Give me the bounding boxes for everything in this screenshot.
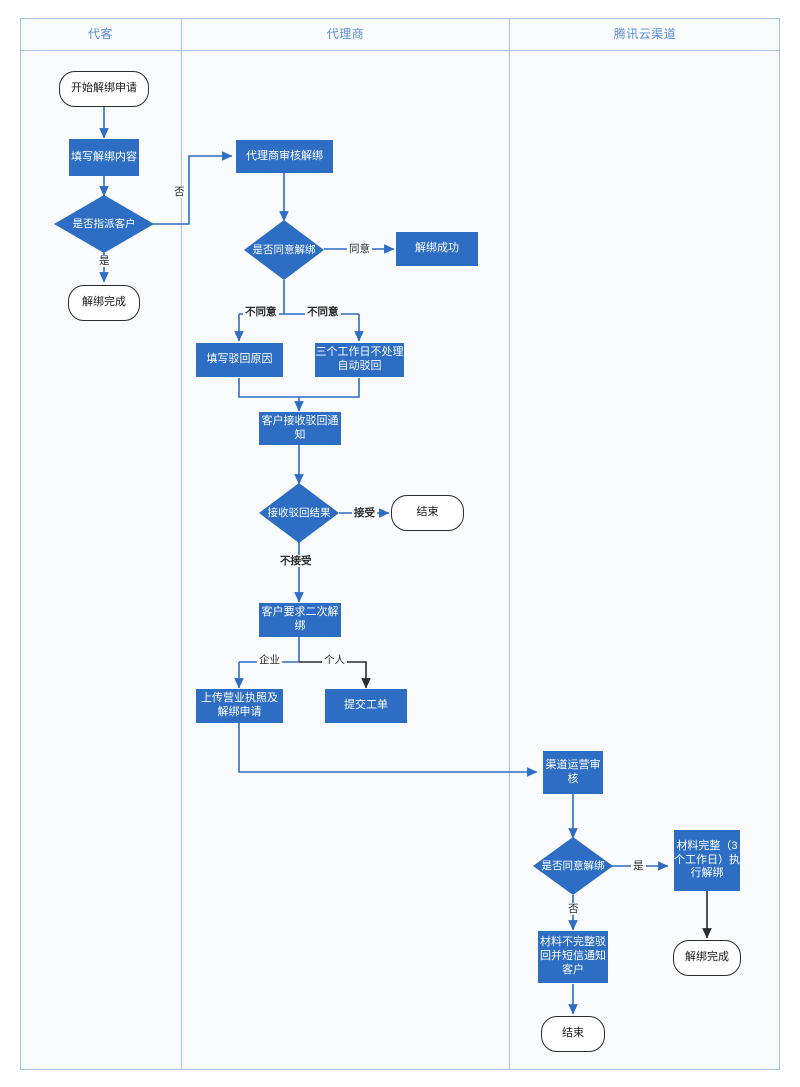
edge-label-not-accept: 不接受 xyxy=(278,555,314,567)
lane-title-customer: 代客 xyxy=(87,27,113,41)
lane-title-tencent: 腾讯云渠道 xyxy=(613,27,677,41)
lane-header-divider xyxy=(20,50,780,51)
node-fill-unbind-content[interactable]: 填写解绑内容 xyxy=(69,139,139,176)
node-agree-unbind-channel[interactable]: 是否同意解绑 xyxy=(533,837,613,895)
diamond-shape xyxy=(244,220,324,280)
node-customer-receive-reject[interactable]: 客户接收驳回通知 xyxy=(259,412,341,445)
node-upload-license[interactable]: 上传营业执照及解绑申请 xyxy=(196,689,283,723)
edge-label-enterprise: 企业 xyxy=(257,654,282,666)
node-end-channel[interactable]: 结束 xyxy=(541,1016,605,1052)
diamond-shape xyxy=(54,195,154,253)
edge-label-disagree-left: 不同意 xyxy=(243,306,279,318)
node-channel-ops-review[interactable]: 渠道运营审核 xyxy=(543,751,603,794)
node-auto-reject-3days[interactable]: 三个工作日不处理自动驳回 xyxy=(315,343,404,377)
edge-label-agree: 同意 xyxy=(347,243,372,255)
diamond-shape xyxy=(533,837,613,895)
edge-label-individual: 个人 xyxy=(322,654,347,666)
diamond-shape xyxy=(259,483,339,543)
node-unbind-finished-customer[interactable]: 解绑完成 xyxy=(68,285,140,321)
node-agent-review-unbind[interactable]: 代理商审核解绑 xyxy=(236,140,333,173)
node-end-agent[interactable]: 结束 xyxy=(391,495,464,531)
edge-label-no-channel: 否 xyxy=(566,903,581,915)
node-is-assigned-customer[interactable]: 是否指派客户 xyxy=(54,195,154,253)
edge-label-yes-channel: 是 xyxy=(631,860,646,872)
lane-title-agent: 代理商 xyxy=(326,27,365,41)
node-material-incomplete[interactable]: 材料不完整驳回并短信通知客户 xyxy=(538,931,608,983)
edge-label-yes-assign: 是 xyxy=(97,255,112,267)
node-fill-reject-reason[interactable]: 填写驳回原因 xyxy=(196,343,283,377)
lane-divider-1 xyxy=(181,18,182,1070)
node-receive-reject-result[interactable]: 接收驳回结果 xyxy=(259,483,339,543)
node-start-unbind-request[interactable]: 开始解绑申请 xyxy=(59,71,149,107)
edge-label-accept: 接受 xyxy=(352,507,377,519)
edge-label-disagree-right: 不同意 xyxy=(305,306,341,318)
node-customer-request-second[interactable]: 客户要求二次解绑 xyxy=(259,603,341,637)
node-submit-ticket[interactable]: 提交工单 xyxy=(325,689,407,723)
node-unbind-success[interactable]: 解绑成功 xyxy=(396,232,478,266)
node-material-complete[interactable]: 材料完整（3个工作日）执行解绑 xyxy=(674,830,740,891)
lane-divider-2 xyxy=(509,18,510,1070)
node-agree-unbind-agent[interactable]: 是否同意解绑 xyxy=(244,220,324,280)
node-unbind-finished-channel[interactable]: 解绑完成 xyxy=(673,940,741,976)
edge-label-no-assign: 否 xyxy=(172,186,187,198)
